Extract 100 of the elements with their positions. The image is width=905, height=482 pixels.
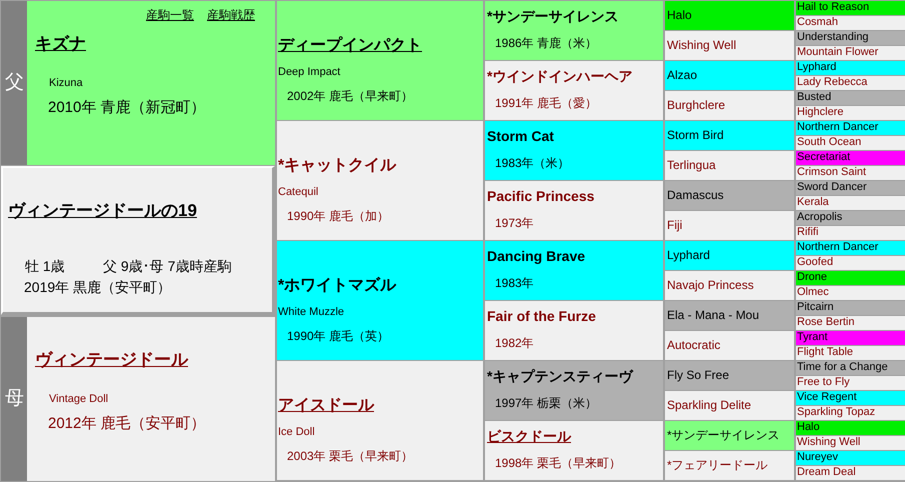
horse-name: Sword Dancer — [797, 181, 867, 195]
pedigree-cell — [796, 421, 905, 435]
horse-name: South Ocean — [797, 136, 862, 150]
horse-name: Terlingua — [667, 158, 716, 173]
horse-name-link: アイスドール — [278, 396, 374, 416]
horse-name: Pitcairn — [797, 301, 834, 315]
horse-name: Ela - Mana - Mou — [667, 308, 760, 323]
horse-name: Sparkling Topaz — [797, 406, 876, 420]
pedigree-cell — [485, 421, 663, 480]
birth-info: 1982年 — [495, 336, 534, 350]
horse-name: Mountain Flower — [797, 46, 878, 60]
horse-name: Sparkling Delite — [667, 398, 752, 413]
pedigree-cell — [796, 46, 905, 60]
pedigree-cell — [665, 331, 794, 360]
pedigree-cell — [665, 391, 794, 420]
english-name: White Muzzle — [278, 306, 344, 320]
horse-name: Lady Rebecca — [797, 76, 868, 90]
horse-name: Drone — [797, 271, 827, 285]
birth-info: 1990年 鹿毛（英） — [287, 329, 390, 344]
horse-name: Storm Bird — [667, 128, 724, 143]
pedigree-cell — [796, 166, 905, 180]
horse-name: Dancing Brave — [487, 248, 586, 265]
pedigree-cell — [665, 301, 794, 330]
birth-info: 2010年 青鹿（新冠町） — [48, 99, 206, 117]
pedigree-cell — [796, 76, 905, 90]
horse-name: Pacific Princess — [487, 188, 594, 205]
horse-name: Northern Dancer — [797, 121, 878, 135]
pedigree-cell — [796, 331, 905, 345]
horse-name: Flight Table — [797, 346, 854, 360]
pedigree-cell — [796, 406, 905, 420]
pedigree-cell — [277, 361, 483, 480]
pedigree-cell — [796, 16, 905, 30]
horse-name: Lyphard — [667, 248, 710, 263]
horse-name-link: キズナ — [35, 34, 86, 54]
horse-name: Autocratic — [667, 338, 720, 353]
horse-name: Halo — [667, 8, 692, 23]
horse-name: *ウインドインハーヘア — [487, 68, 632, 85]
horse-name: Time for a Change — [797, 361, 888, 375]
horse-name-link: ヴィンテージドールの19 — [8, 201, 197, 222]
pedigree-cell — [485, 241, 663, 300]
pedigree-cell — [485, 1, 663, 60]
pedigree-cell — [796, 361, 905, 375]
english-name: Catequil — [278, 186, 318, 200]
pedigree-cell — [796, 121, 905, 135]
horse-name: Crimson Saint — [797, 166, 866, 180]
horse-name: Cosmah — [797, 16, 838, 30]
pedigree-cell — [665, 211, 794, 240]
pedigree-cell — [1, 166, 275, 315]
pedigree-cell — [665, 241, 794, 270]
pedigree-cell — [665, 361, 794, 390]
horse-name: Rose Bertin — [797, 316, 854, 330]
birth-info: 1986年 青鹿（米） — [495, 36, 598, 50]
horse-name: Vice Regent — [797, 391, 857, 405]
pedigree-cell — [796, 376, 905, 390]
pedigree-cell — [796, 181, 905, 195]
pedigree-cell — [796, 391, 905, 405]
pedigree-cell — [665, 61, 794, 90]
pedigree-cell — [277, 121, 483, 240]
horse-name: Burghclere — [667, 98, 726, 113]
birth-info: 1991年 鹿毛（愛） — [495, 96, 598, 110]
english-name: Kizuna — [49, 77, 83, 90]
pedigree-cell — [665, 181, 794, 210]
horse-name: Secretariat — [797, 151, 850, 165]
horse-name: Busted — [797, 91, 832, 105]
pedigree-cell — [796, 31, 905, 45]
pedigree-cell — [665, 421, 794, 450]
pedigree-cell — [665, 451, 794, 480]
horse-name: Fair of the Furze — [487, 308, 596, 325]
pedigree-cell — [796, 346, 905, 360]
horse-name: *キャプテンスティーヴ — [487, 368, 632, 385]
horse-name: Olmec — [797, 286, 829, 300]
pedigree-cell — [485, 361, 663, 420]
pedigree-cell — [796, 316, 905, 330]
horse-name-link: ヴィンテージドール — [35, 350, 188, 370]
horse-name: *サンデーサイレンス — [487, 8, 618, 25]
birth-info: 2019年 黒鹿（安平町） — [24, 279, 172, 296]
horse-name-link: ビスクドール — [487, 428, 571, 445]
pedigree-cell — [277, 241, 483, 360]
pedigree-cell — [665, 121, 794, 150]
birth-info: 1983年 — [495, 276, 534, 290]
horse-name: Fiji — [667, 218, 682, 233]
horse-name: Rififi — [797, 226, 818, 240]
birth-info: 1997年 栃栗（米） — [495, 396, 598, 410]
english-name: Deep Impact — [278, 66, 340, 80]
horse-name: *サンデーサイレンス — [667, 428, 780, 443]
birth-info: 1973年 — [495, 216, 534, 230]
horse-name: Halo — [797, 421, 820, 435]
horse-name: Highclere — [797, 106, 844, 120]
horse-name-link: ディープインパクト — [278, 36, 422, 56]
pedigree-cell — [796, 241, 905, 255]
horse-name: Wishing Well — [667, 38, 736, 53]
horse-name: Alzao — [667, 68, 698, 83]
side-band — [1, 317, 27, 481]
horse-name: Wishing Well — [797, 436, 860, 450]
birth-info: 1983年（米） — [495, 156, 570, 170]
birth-info: 2003年 栗毛（早来町） — [287, 449, 414, 464]
horse-name: Tyrant — [797, 331, 828, 345]
birth-info: 2012年 鹿毛（安平町） — [48, 415, 206, 433]
pedigree-cell — [796, 136, 905, 150]
pedigree-cell — [796, 211, 905, 225]
